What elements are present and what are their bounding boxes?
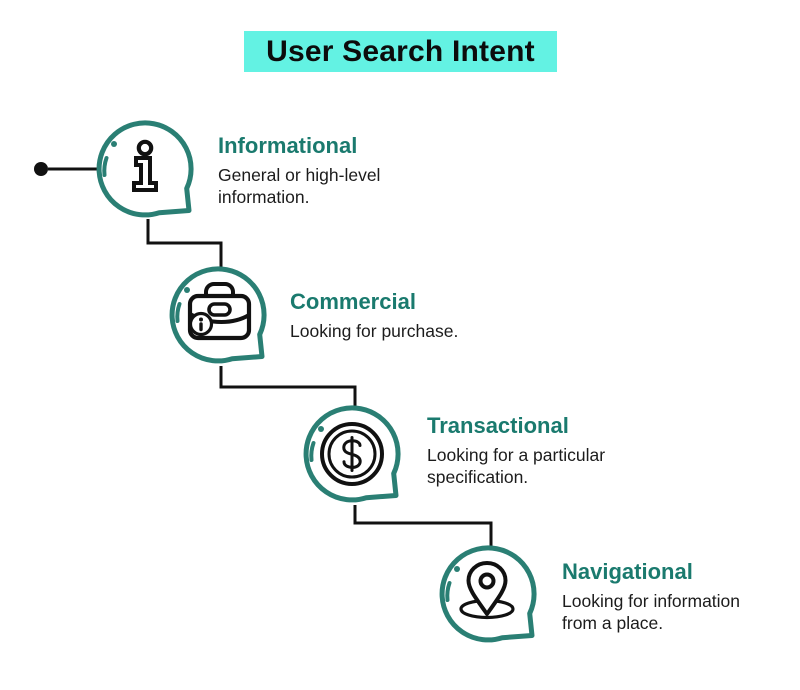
location-pin-glyph — [459, 561, 515, 620]
item-description: General or high-level information. — [218, 165, 381, 208]
accent-arc — [175, 302, 182, 323]
location-pin-speech-bubble-icon — [439, 545, 537, 643]
item-transactional: Transactional Looking for a particular s… — [427, 413, 632, 489]
accent-arc — [309, 441, 316, 462]
connector-segment-1-2 — [146, 219, 223, 270]
accent-arc — [445, 581, 452, 602]
accent-dot — [318, 426, 324, 432]
item-navigational: Navigational Looking for information fro… — [562, 559, 767, 635]
briefcase-speech-bubble-icon — [169, 266, 267, 364]
connector-segment-2-3 — [219, 366, 357, 409]
item-informational: Informational General or high-level info… — [218, 133, 423, 209]
accent-dot — [454, 566, 460, 572]
item-description: Looking for purchase. — [290, 321, 459, 342]
item-heading: Transactional — [427, 413, 569, 438]
page-title: User Search Intent — [244, 31, 557, 72]
connector-segment-3-4 — [353, 505, 493, 549]
accent-dot — [111, 141, 117, 147]
item-commercial: Commercial Looking for purchase. — [290, 289, 495, 342]
start-dot — [34, 162, 48, 176]
briefcase-glyph — [187, 282, 252, 341]
dollar-coin-speech-bubble-icon — [303, 405, 401, 503]
item-heading: Informational — [218, 133, 358, 158]
item-heading: Navigational — [562, 559, 693, 584]
accent-dot — [184, 287, 190, 293]
info-i-glyph — [132, 139, 158, 192]
item-description: Looking for information from a place. — [562, 591, 741, 634]
item-description: Looking for a particular specification. — [427, 445, 606, 488]
item-heading: Commercial — [290, 289, 416, 314]
dollar-coin-glyph — [320, 422, 384, 486]
info-speech-bubble-icon — [96, 120, 194, 218]
accent-arc — [102, 156, 109, 177]
